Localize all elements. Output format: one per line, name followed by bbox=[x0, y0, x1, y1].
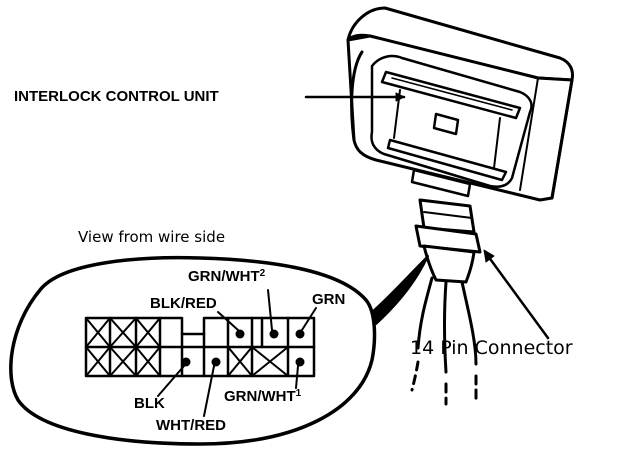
wire-label-blk: BLK bbox=[134, 395, 165, 412]
wire-label-grn-wht1: GRN/WHT1 bbox=[224, 388, 302, 405]
wire-label-grn: GRN bbox=[312, 291, 346, 308]
callout-tail bbox=[371, 255, 429, 325]
unit-top-face bbox=[346, 6, 574, 82]
connector-leader-line bbox=[486, 254, 550, 340]
unused-cavity-marks bbox=[85, 317, 289, 377]
harness-plug bbox=[414, 198, 482, 284]
leader-grn-wht2 bbox=[267, 289, 273, 331]
unit-socket bbox=[410, 168, 472, 198]
wire-label-wht-red: WHT/RED bbox=[156, 417, 226, 434]
view-label: View from wire side bbox=[78, 228, 226, 246]
pin-dots bbox=[181, 329, 305, 367]
unit-right-edge bbox=[550, 78, 574, 200]
wire-label-grn-wht2: GRN/WHT2 bbox=[188, 268, 266, 285]
wire-leaders bbox=[157, 289, 317, 417]
unit-top-slot bbox=[380, 70, 522, 120]
leader-grn bbox=[301, 307, 317, 331]
leader-wht-red bbox=[203, 365, 215, 417]
connector-leader-arrow bbox=[483, 249, 495, 263]
unit-window bbox=[432, 112, 460, 136]
unit-bottom-slot bbox=[386, 138, 508, 182]
plug-boot bbox=[422, 244, 476, 284]
harness-wires bbox=[410, 276, 478, 406]
connector-label: 14 Pin Connector bbox=[410, 337, 573, 359]
unit-recess bbox=[370, 54, 533, 188]
unit-label: INTERLOCK CONTROL UNIT bbox=[14, 88, 219, 105]
unit-flange bbox=[350, 50, 364, 142]
unit-edge-line bbox=[519, 77, 539, 191]
control-unit bbox=[346, 6, 574, 202]
wire-label-blk-red: BLK/RED bbox=[150, 295, 217, 312]
plug-body bbox=[418, 198, 476, 234]
leader-blk bbox=[157, 365, 185, 397]
unit-leader-arrow bbox=[395, 92, 405, 102]
leader-grn-wht1 bbox=[295, 365, 299, 389]
pin-grid bbox=[84, 316, 316, 378]
leader-blk-red bbox=[217, 311, 239, 331]
